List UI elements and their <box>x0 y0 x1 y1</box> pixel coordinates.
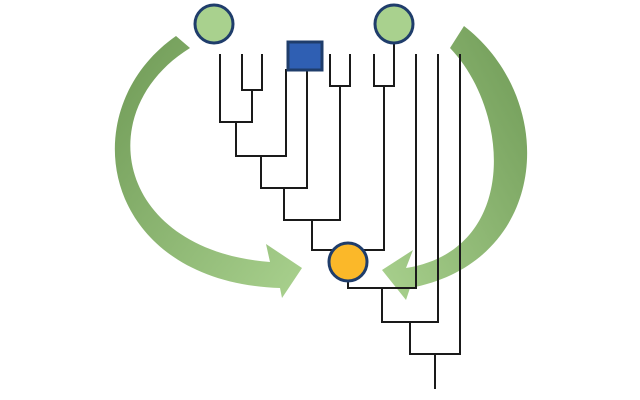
blue-square-tip-node <box>286 40 324 72</box>
right-curved-arrow <box>382 26 528 300</box>
right-green-tip-node <box>373 3 415 45</box>
tree-branches <box>219 39 461 389</box>
left-curved-arrow <box>114 36 302 298</box>
orange-ancestor-node <box>327 241 369 283</box>
left-green-tip-node <box>193 3 235 45</box>
